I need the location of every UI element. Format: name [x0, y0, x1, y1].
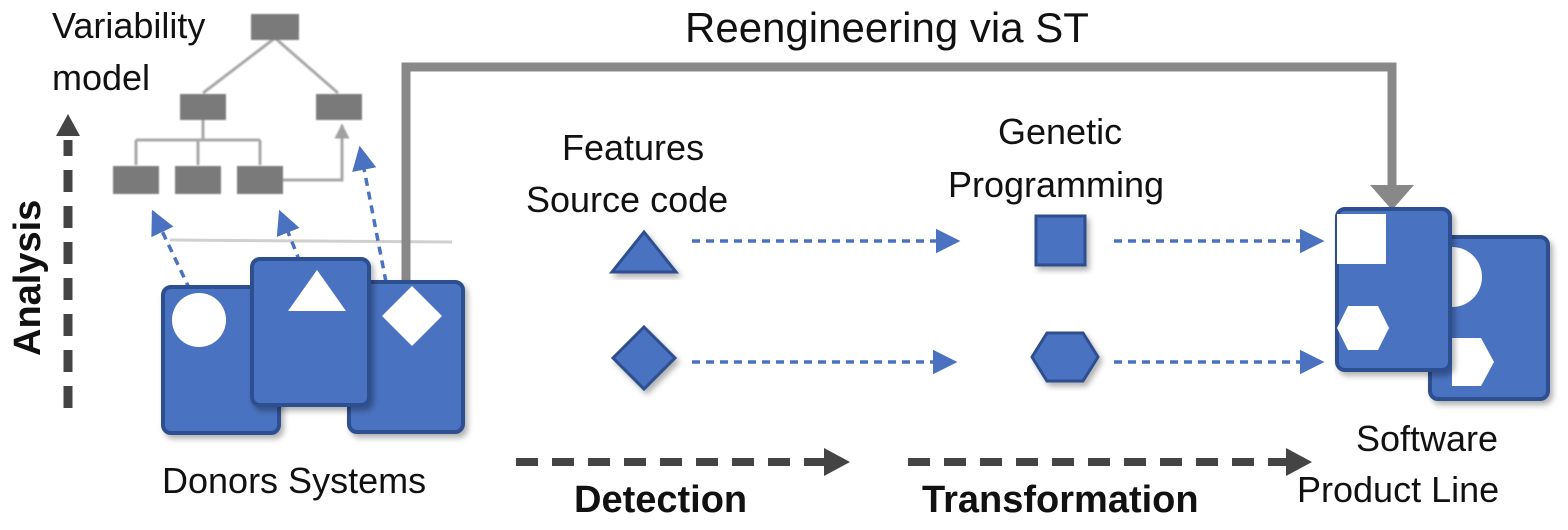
reengineering-arrow [401, 62, 1414, 282]
programming-label: Programming [948, 164, 1164, 205]
spl-label-line1: Software [1356, 418, 1498, 459]
features-label: Features [562, 127, 704, 168]
detection-arrow [516, 448, 850, 476]
variability-model-label-line1: Variability [52, 5, 205, 46]
donors-systems-label: Donors Systems [162, 460, 426, 501]
spl-hexagon-icon [1337, 306, 1389, 350]
half-circle-icon [1452, 247, 1482, 307]
tree-node-left [180, 94, 226, 120]
circle-feature-icon [172, 293, 226, 347]
reengineering-label: Reengineering via ST [685, 4, 1089, 51]
diamond-feature-shape [610, 324, 678, 392]
donor1-arrow [151, 209, 192, 291]
analysis-label: Analysis [7, 200, 49, 356]
tree-leaf-1 [113, 166, 159, 194]
square-transformed-shape [1034, 214, 1087, 267]
software-product-line [1335, 207, 1550, 401]
donor2-arrow [276, 209, 302, 263]
pipeline-arrows [692, 228, 1325, 375]
tree-leaf-3 [237, 166, 283, 194]
transformation-arrow [908, 448, 1312, 476]
analysis-arrow [56, 114, 80, 408]
hexagon-transformed-shape [1030, 331, 1100, 383]
diamond-feature-icon [382, 286, 442, 346]
variability-model-tree [113, 14, 362, 194]
spl-label-line2: Product Line [1297, 469, 1499, 510]
transformation-label: Transformation [922, 479, 1199, 521]
tree-root-node [251, 14, 299, 40]
tree-node-right [316, 94, 362, 120]
donor3-arrow [352, 145, 388, 283]
donor-to-model-arrows [151, 145, 388, 291]
tree-edges [134, 36, 350, 182]
source-code-label: Source code [526, 179, 728, 220]
tree-leaf-2 [175, 166, 221, 194]
genetic-label: Genetic [998, 111, 1122, 152]
triangle-feature-shape [608, 229, 680, 274]
donor-systems [161, 257, 465, 435]
spl-square-icon [1337, 214, 1386, 264]
triangle-feature-icon [288, 270, 346, 311]
variability-model-label-line2: model [52, 57, 150, 98]
detection-label: Detection [574, 479, 747, 521]
donor-system-2 [250, 257, 371, 407]
half-hexagon-icon [1452, 338, 1494, 386]
